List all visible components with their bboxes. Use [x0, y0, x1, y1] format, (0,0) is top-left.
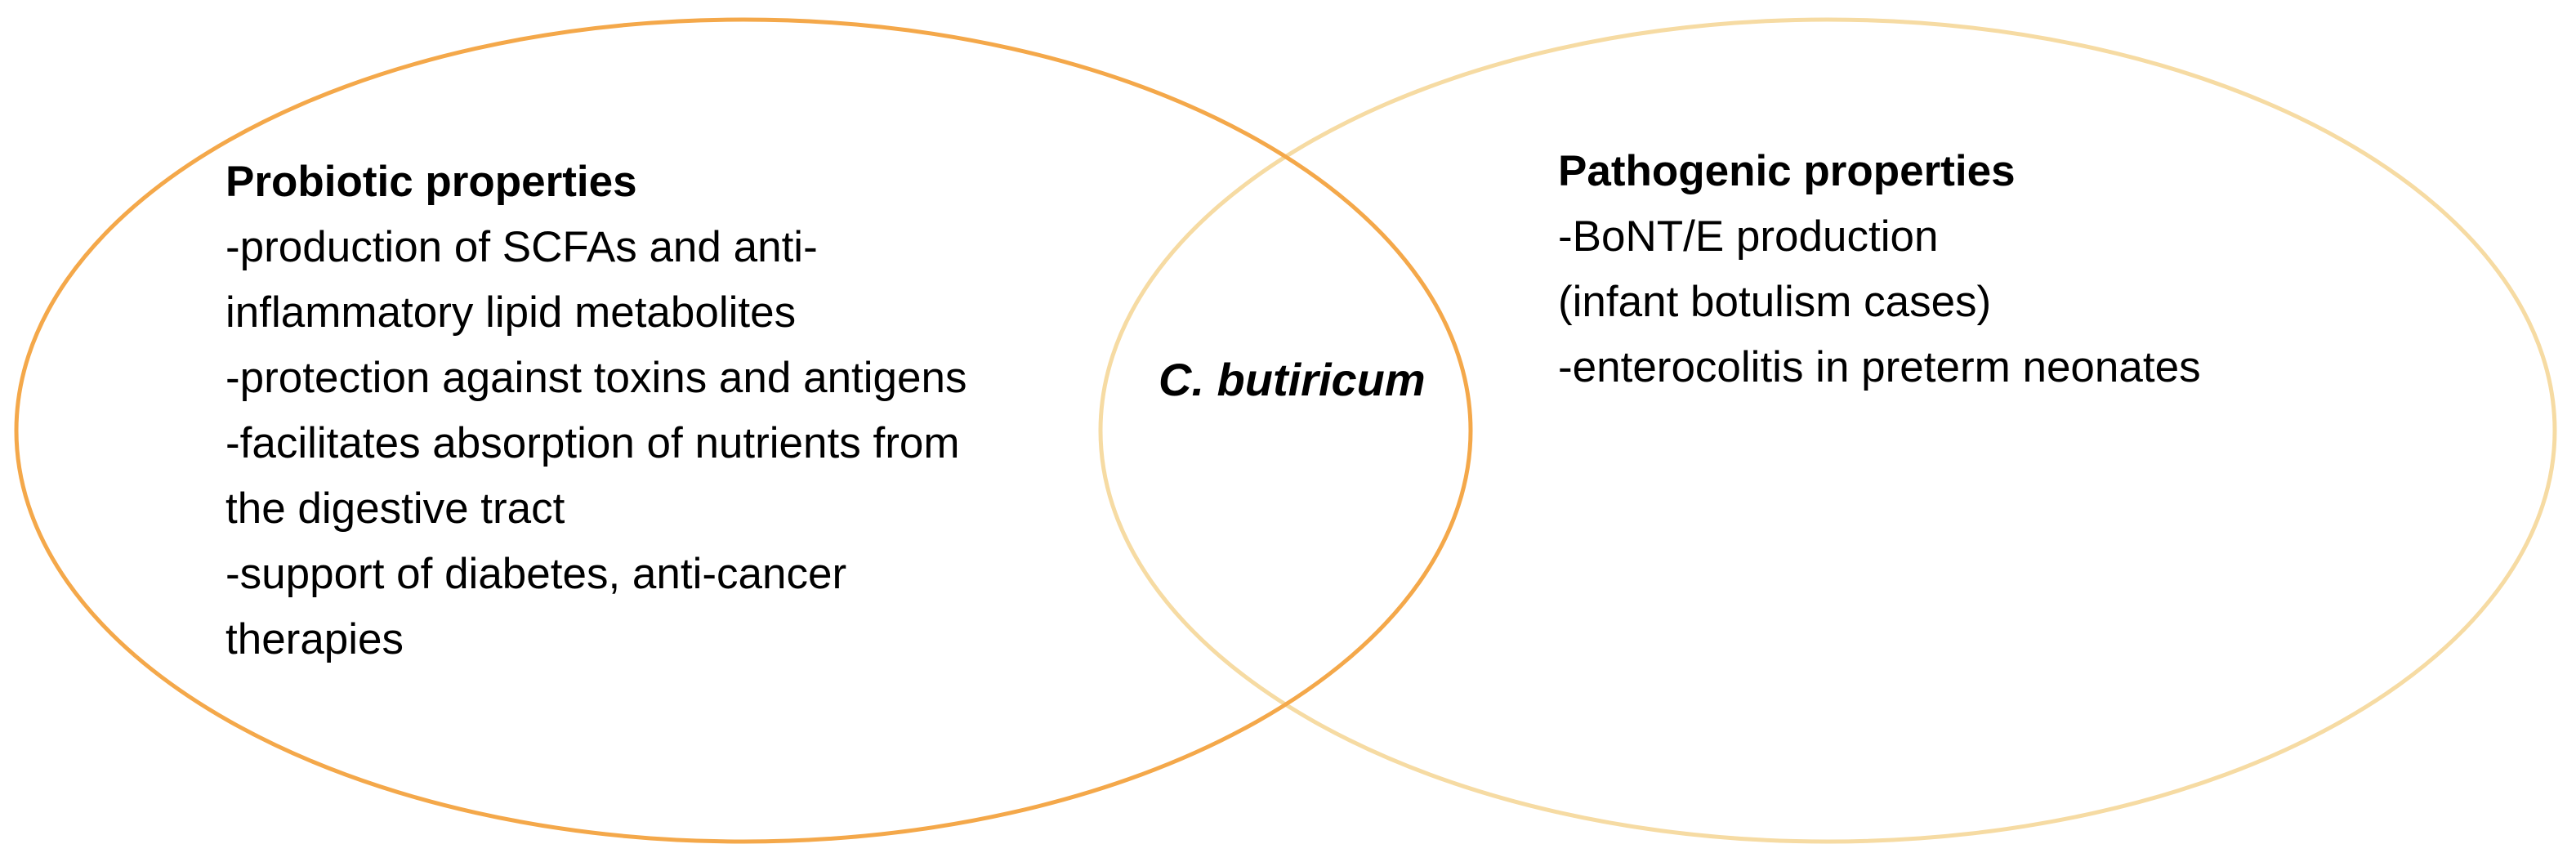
probiotic-line: -protection against toxins and antigens	[225, 354, 967, 402]
probiotic-line: -support of diabetes, anti-cancer	[225, 550, 847, 598]
probiotic-properties-block: Probiotic properties -production of SCFA…	[225, 150, 967, 672]
pathogenic-line: -BoNT/E production	[1558, 212, 1939, 261]
probiotic-line: -production of SCFAs and anti-	[225, 223, 818, 271]
pathogenic-properties-block: Pathogenic properties -BoNT/E production…	[1558, 139, 2201, 400]
probiotic-properties-heading: Probiotic properties	[225, 158, 637, 206]
probiotic-line: -facilitates absorption of nutrients fro…	[225, 419, 960, 467]
pathogenic-line: (infant botulism cases)	[1558, 278, 1992, 326]
right-ellipse	[1098, 17, 2557, 844]
probiotic-line: the digestive tract	[225, 485, 565, 533]
left-ellipse	[14, 17, 1473, 844]
pathogenic-line: -enterocolitis in preterm neonates	[1558, 343, 2201, 391]
probiotic-line: therapies	[225, 615, 404, 663]
intersection-label: C. butiricum	[1159, 354, 1426, 405]
probiotic-line: inflammatory lipid metabolites	[225, 288, 797, 337]
pathogenic-properties-heading: Pathogenic properties	[1558, 147, 2016, 195]
